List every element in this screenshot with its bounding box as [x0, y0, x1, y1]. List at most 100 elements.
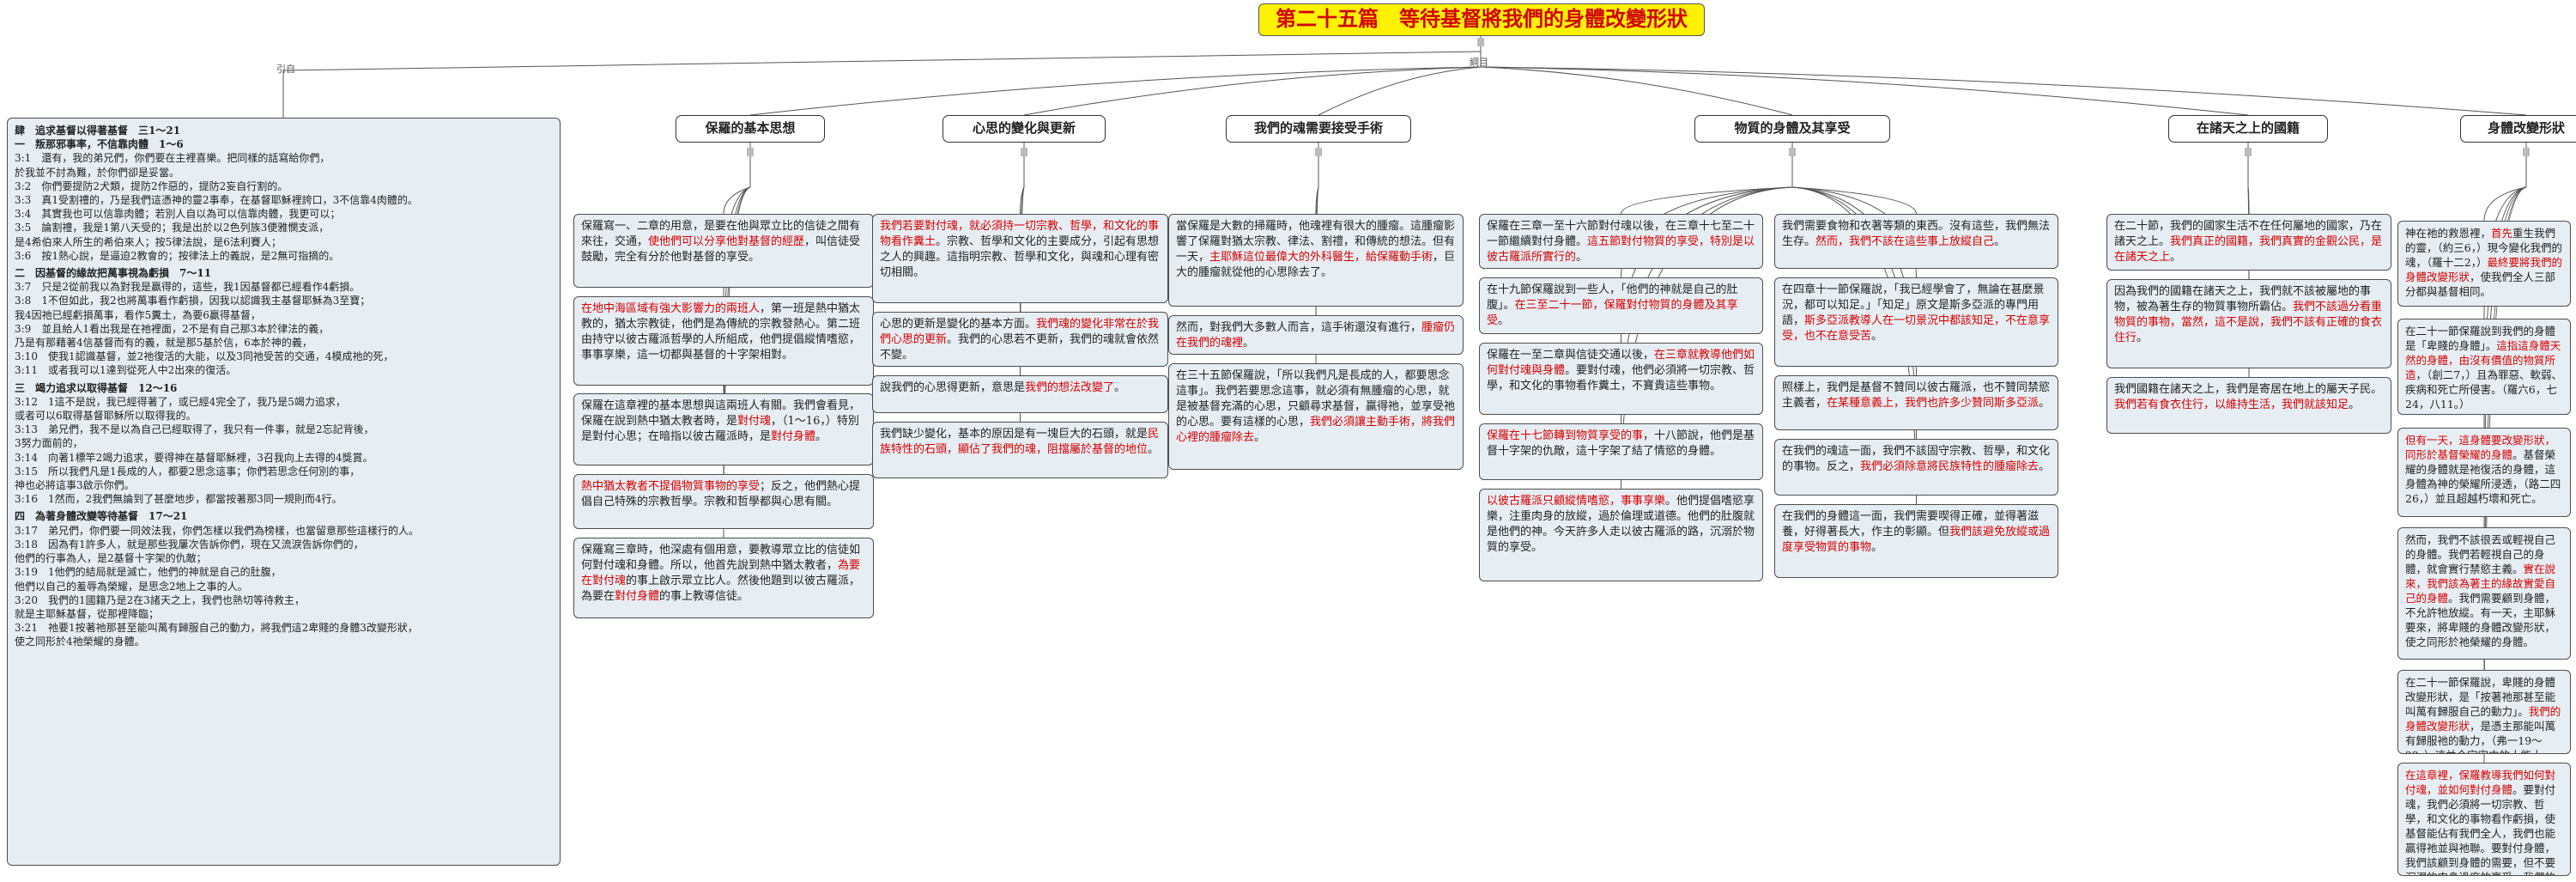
note-text: 。	[1114, 381, 1126, 394]
note-box-b1d[interactable]: 熱中猶太教者不提倡物質事物的享受；反之，他們熱心提倡自己特殊的宗教哲學。宗教和哲…	[573, 474, 874, 529]
note-box-b1c[interactable]: 保羅在這章裡的基本思想與這兩班人有關。我們會看見，保羅在說到熱中猶太教者時，是對…	[573, 393, 874, 465]
note-box-b6e[interactable]: 在二十一節保羅說，卑賤的身體改變形狀，是「按著祂那甚至能叫萬有歸服自己的動力」。…	[2397, 670, 2571, 754]
topic-node-marker	[1021, 148, 1027, 156]
intro-line: 3:4 其實我也可以信靠肉體；若別人自以為可以信靠肉體，我更可以；	[15, 208, 341, 221]
note-box-b4c[interactable]: 保羅在一至二章與信徒交通以後，在三章就教導他們如何對付魂與身體。要對付魂，他們必…	[1479, 343, 1763, 415]
note-text: 在二十一節保羅說到我們的身體是「卑賤的身體」。	[2405, 325, 2556, 352]
topic-t5[interactable]: 在諸天之上的國籍	[2168, 115, 2328, 143]
highlight-text: 在三章就教導他們如何對付魂與身體	[1487, 349, 1755, 377]
intro-heading: 肆 追求基督以得著基督 三1～21	[15, 125, 181, 137]
note-text: ，巨大的腫瘤就從他的心思除去了。	[1176, 251, 1456, 279]
note-box-b3a[interactable]: 當保羅是大數的掃羅時，他魂裡有很大的腫瘤。這腫瘤影響了保羅對猶太宗教、律法、割禮…	[1168, 214, 1464, 307]
note-box-b6d[interactable]: 然而，我們不該很丟或輕視自己的身體。我們若輕視自己的身體，就會實行禁慾主義。實在…	[2397, 527, 2571, 660]
note-box-b6a[interactable]: 神在祂的救恩裡，首先重生我們的靈，（約三6，）現今變化我們的魂，（羅十二2，）最…	[2397, 221, 2571, 307]
note-box-b4i[interactable]: 在我們的魂這一面，我們不該固守宗教、哲學，和文化的事物。反之，我們必須除意將民族…	[1774, 439, 2058, 496]
note-box-b3c[interactable]: 在三十五節保羅說，「所以我們凡是長成的人，都要思念這事」。我們若要思念這事，就必…	[1168, 363, 1464, 470]
highlight-text: 對付魂	[737, 415, 772, 428]
note-text: 保羅在一至二章與信徒交通以後，	[1487, 349, 1655, 362]
intro-line: 3:17 弟兄們，你們要一同效法我，你們怎樣以我們為榜樣，也當留意那些這樣行的人…	[15, 524, 419, 537]
note-box-b2d[interactable]: 我們缺少變化，基本的原因是有一塊巨大的石頭，就是民族特性的石頭，顯佔了我們的魂，…	[872, 422, 1168, 478]
note-box-b5c[interactable]: 我們國籍在諸天之上，我們是寄居在地上的屬天子民。我們若有食衣住行，以維持生活，我…	[2106, 377, 2391, 434]
note-box-b2b[interactable]: 心思的更新是變化的基本方面。我們魂的變化非常在於我們心思的更新。我們的心思若不更…	[872, 312, 1168, 367]
note-text: 當保羅是大數的掃羅時，他魂裡有很大的腫瘤。這腫瘤影響了保羅對猶太宗教、律法、割禮…	[1176, 220, 1456, 264]
topic-t6[interactable]: 身體改變形狀	[2460, 115, 2576, 143]
note-box-b4a[interactable]: 保羅在三章一至十六節對付魂以後，在三章十七至二十一節繼續對付身體。這五節對付物質…	[1479, 214, 1763, 269]
note-text: ，十八節說，他們是基督十字架的仇敵，這十字架了結了情慾的身體。	[1487, 429, 1755, 458]
note-box-b4e[interactable]: 以彼古羅派只顧縱情嗜慾，事事享樂。他們提倡嗜慾享樂，注重肉身的放縱，過於倫理或道…	[1479, 489, 1763, 581]
note-text: 在我們的身體這一面，我們需要喫得正確，並得著滋養，好得著長大，作主的彰顯。但	[1782, 510, 2040, 538]
intro-line: 就是主耶穌基督，從那裡降臨；	[15, 607, 160, 620]
to-b4f	[1791, 186, 1917, 215]
intro-line: 3:5 論割禮，我是1第八天受的；我是出於以2色列族3便雅憫支派，	[15, 222, 330, 234]
note-text: 在十九節保羅說到一些人，「他們的神就是自己的肚腹」。	[1487, 283, 1738, 312]
note-box-b4b[interactable]: 在十九節保羅說到一些人，「他們的神就是自己的肚腹」。在三至二十一節，保羅對付物質…	[1479, 277, 1763, 334]
topic-t1[interactable]: 保羅的基本思想	[676, 115, 825, 143]
note-text: 因為我們的國籍在諸天之上，我們就不該被屬地的事物，被為著生存的物質事物所霸佔。	[2114, 285, 2372, 313]
intro-line: 神也必將這事3啟示你們。	[15, 479, 135, 492]
note-box-b4g[interactable]: 在四章十一節保羅說，「我已經學會了，無論在甚麼景況，都可以知足。」「知足」原文是…	[1774, 277, 2058, 367]
note-box-b5b[interactable]: 因為我們的國籍在諸天之上，我們就不該被屬地的事物，被為著生存的物質事物所霸佔。我…	[2106, 279, 2391, 368]
note-text: 。	[1254, 431, 1266, 444]
note-box-b2a[interactable]: 我們若要對付魂，就必須持一切宗教、哲學，和文化的事物看作糞土。宗教、哲學和文化的…	[872, 214, 1168, 303]
map-title[interactable]: 第二十五篇 等待基督將我們的身體改變形狀	[1258, 3, 1705, 36]
note-text: 然而，對我們大多數人而言，這手術還沒有進行，	[1176, 321, 1422, 334]
intro-line: 3:1 還有，我的弟兄們，你們要在主裡喜樂。把同樣的話寫給你們，	[15, 152, 330, 165]
note-box-b5a[interactable]: 在二十節，我們的國家生活不在任何屬地的國家，乃在諸天之上。我們真正的國籍，我們真…	[2106, 214, 2391, 271]
note-text: 在二十節，我們的國家生活不在任何屬地的國家，乃在諸天之上。	[2114, 220, 2383, 248]
to-b4a	[1621, 186, 1793, 215]
note-box-b4d[interactable]: 保羅在十七節轉到物質享受的事，十八節說，他們是基督十字架的仇敵，這十字架了結了情…	[1479, 423, 1763, 480]
intro-line: 3:18 因為有1許多人，就是那些我屢次告訴你們，現在又流淚告訴你們的，	[15, 538, 364, 550]
note-text: 。宗教、哲學和文化的主要成分，引起有思想之人的興趣。這指明宗教、哲學和文化，與魂…	[880, 235, 1160, 279]
topic-t4[interactable]: 物質的身體及其享受	[1694, 115, 1890, 143]
highlight-text: 這五節對付物質的享受，特別是以彼古羅派所實行的	[1487, 235, 1755, 264]
note-box-b1b[interactable]: 在地中海區域有強大影響力的兩班人，第一班是熱中猶太教的，猶太宗教徒，他們是為傳統…	[573, 296, 874, 386]
note-text: 。	[1243, 337, 1255, 350]
note-text: 。基督榮耀的身體就是祂復活的身體，這身體為神的榮耀所浸透，（路二四26，）並且超…	[2405, 448, 2561, 505]
note-box-b4h[interactable]: 照樣上，我們是基督不贊同以彼古羅派，也不贊同禁慾主義者，在某種意義上，我們也許多…	[1774, 375, 2058, 430]
note-text: 。	[1871, 541, 1883, 554]
intro-line: 或者可以6取得基督耶穌所以取得我的。	[15, 410, 197, 423]
note-box-b6c[interactable]: 但有一天，這身體要改變形狀，同形於基督榮耀的身體。基督榮耀的身體就是祂復活的身體…	[2397, 428, 2571, 517]
note-box-b4j[interactable]: 在我們的身體這一面，我們需要喫得正確，並得著滋養，好得著長大，作主的彰顯。但我們…	[1774, 504, 2058, 578]
hub-to-t2	[1023, 66, 1482, 116]
note-text: 在三十五節保羅說，「所以我們凡是長成的人，都要思念這事」。我們若要思念這事，就必…	[1176, 369, 1456, 429]
note-box-b6f[interactable]: 在這章裡，保羅教導我們如何對付魂，並如何對付身體。要對付魂，我們必須將一切宗教、…	[2397, 763, 2571, 876]
highlight-text: 我們的想法改變了	[1025, 381, 1115, 394]
note-box-b3b[interactable]: 然而，對我們大多數人而言，這手術還沒有進行，腫瘤仍在我們的魂裡。	[1168, 315, 1464, 355]
note-box-b1a[interactable]: 保羅寫一、二章的用意，是要在他與眾立比的信徒之間有來往，交通，使他們可以分享他對…	[573, 214, 874, 288]
note-text: ，是憑主那能叫萬有歸服祂的動力，（弗一19～22，）這並全宇宙中的大能大力。	[2405, 720, 2556, 753]
topic-t3[interactable]: 我們的魂需要接受手術	[1226, 115, 1411, 143]
note-text: 保羅寫一、二章的用意，是要在他與眾立比的信徒之間有來往，交通，	[581, 220, 861, 248]
highlight-text: 我們必須讓主動手術，將我們心裡的腫瘤除去	[1176, 416, 1456, 444]
highlight-text: 這指這身體天然的身體，由沒有價值的物質所造	[2405, 339, 2561, 381]
hub-to-t5	[1480, 66, 2249, 116]
note-box-b6b[interactable]: 在二十一節保羅說到我們的身體是「卑賤的身體」。這指這身體天然的身體，由沒有價值的…	[2397, 319, 2571, 415]
highlight-text: 主耶穌這位最偉大的外科醫生，給保羅動手術	[1209, 251, 1433, 264]
note-text: 。	[1994, 235, 2006, 248]
topic-node-marker	[1315, 148, 1322, 156]
note-text: 在四章十一節保羅說，「我已經學會了，無論在甚麼景況，都可以知足。」「知足」原文是…	[1782, 283, 2045, 327]
note-text: 。	[1871, 330, 1883, 343]
note-text: 。我們需要顧到身體，不允許牠放縱。有一天，主耶穌要來，將卑賤的身體改變形狀，使之…	[2405, 592, 2556, 648]
note-box-b1e[interactable]: 保羅寫三章時，他深處有個用意，要教導眾立比的信徒如何對付魂和身體。所以，他首先說…	[573, 538, 874, 618]
highlight-text: 使他們可以分享他對基督的經歷	[648, 235, 805, 248]
note-text: 我們缺少變化，基本的原因是有一塊巨大的石頭，就是	[880, 428, 1149, 441]
note-text: 的事上教導信徒。	[659, 590, 749, 603]
note-box-b2c[interactable]: 說我們的心思得更新，意思是我們的想法改變了。	[872, 375, 1168, 413]
topic-node-marker	[2245, 148, 2252, 156]
intro-line: 3:13 弟兄們，我不是以為自己已經取得了，我只有一件事，就是2忘記背後，	[15, 423, 374, 436]
note-text: 。	[1498, 314, 1510, 327]
intro-line: 3:21 祂要1按著祂那甚至能叫萬有歸服自己的動力，將我們這2卑賤的身體3改變形…	[15, 622, 418, 635]
highlight-text: 我們的身體改變形狀	[2405, 705, 2561, 733]
note-text: 說我們的心思得更新，意思是	[880, 381, 1026, 394]
topic-node-marker	[747, 148, 754, 156]
note-text: 。要對付魂，他們必須將一切宗教、哲學，和文化的事物看作糞土，不寶貴這些事物。	[1487, 364, 1755, 392]
note-text: 的事上啟示眾立比人。然後他題到以彼古羅派，為要在	[581, 575, 861, 603]
note-text: 。我們的心思若不更新，我們的魂就會依然不變。	[880, 333, 1160, 362]
highlight-text: 為要在對付魂	[581, 559, 861, 587]
intro-line: 3:2 你們要提防2犬類，提防2作惡的，提防2妄自行割的。	[15, 179, 288, 192]
root-node-marker	[1477, 38, 1484, 46]
topic-t2[interactable]: 心思的變化與更新	[943, 115, 1106, 143]
note-box-b4f[interactable]: 我們需要食物和衣著等類的東西。沒有這些，我們無法生存。然而，我們不該在這些事上放…	[1774, 214, 2058, 269]
